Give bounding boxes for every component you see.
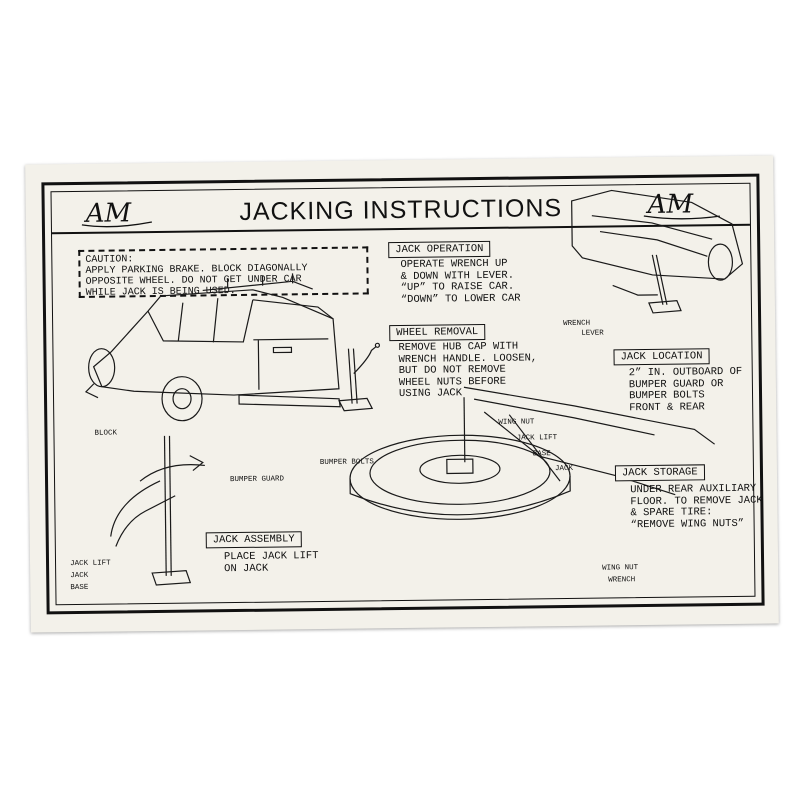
callout-base-assembly: BASE	[70, 583, 89, 593]
callout-wing-nut-top: WING NUT	[498, 418, 535, 427]
callout-block: BLOCK	[94, 429, 118, 438]
callout-jack-assembly: JACK	[70, 571, 89, 581]
inner-border: AM JACKING INSTRUCTIONS AM CAUTION: APPL…	[50, 182, 763, 606]
wheel-removal-label: WHEEL REMOVAL	[389, 323, 486, 342]
callout-jack-lift-storage: JACK LIFT	[516, 434, 558, 443]
spare-tire-illustration	[349, 386, 715, 520]
callout-jack-lift-assembly: JACK LIFT	[70, 559, 111, 569]
jack-assembly-label: JACK ASSEMBLY	[205, 531, 302, 549]
callout-jack-storage: JACK	[554, 464, 573, 474]
rear-jack-illustration	[338, 342, 381, 412]
title-bar: AM JACKING INSTRUCTIONS AM	[51, 183, 750, 235]
callout-wrench: WRENCH	[563, 319, 591, 329]
am-logo-right: AM	[643, 189, 720, 220]
jack-operation-text: OPERATE WRENCH UP& DOWN WITH LEVER.“UP” …	[400, 257, 521, 306]
callout-base-storage: BASE	[532, 450, 551, 459]
am-logo-left: AM	[81, 198, 153, 229]
jack-assembly-illustration	[110, 435, 205, 586]
callout-lever: LEVER	[581, 329, 604, 338]
callout-wing-nut-bottom: WING NUT	[602, 564, 639, 573]
decal-card: AM JACKING INSTRUCTIONS AM CAUTION: APPL…	[25, 155, 779, 633]
illustrations	[84, 189, 744, 586]
outer-border: AM JACKING INSTRUCTIONS AM CAUTION: APPL…	[41, 173, 765, 615]
callout-bumper-guard: BUMPER GUARD	[229, 475, 285, 485]
svg-text:AM: AM	[646, 189, 695, 220]
jack-operation-label: JACK OPERATION	[388, 240, 491, 259]
svg-text:AM: AM	[84, 198, 133, 229]
jack-storage-label: JACK STORAGE	[614, 464, 705, 482]
callout-bumper-bolts: BUMPER BOLTS	[319, 458, 374, 468]
station-wagon-illustration	[84, 273, 341, 422]
callout-wrench-storage: WRENCH	[608, 576, 636, 585]
jack-location-label: JACK LOCATION	[613, 348, 710, 366]
front-car-illustration	[571, 189, 744, 314]
